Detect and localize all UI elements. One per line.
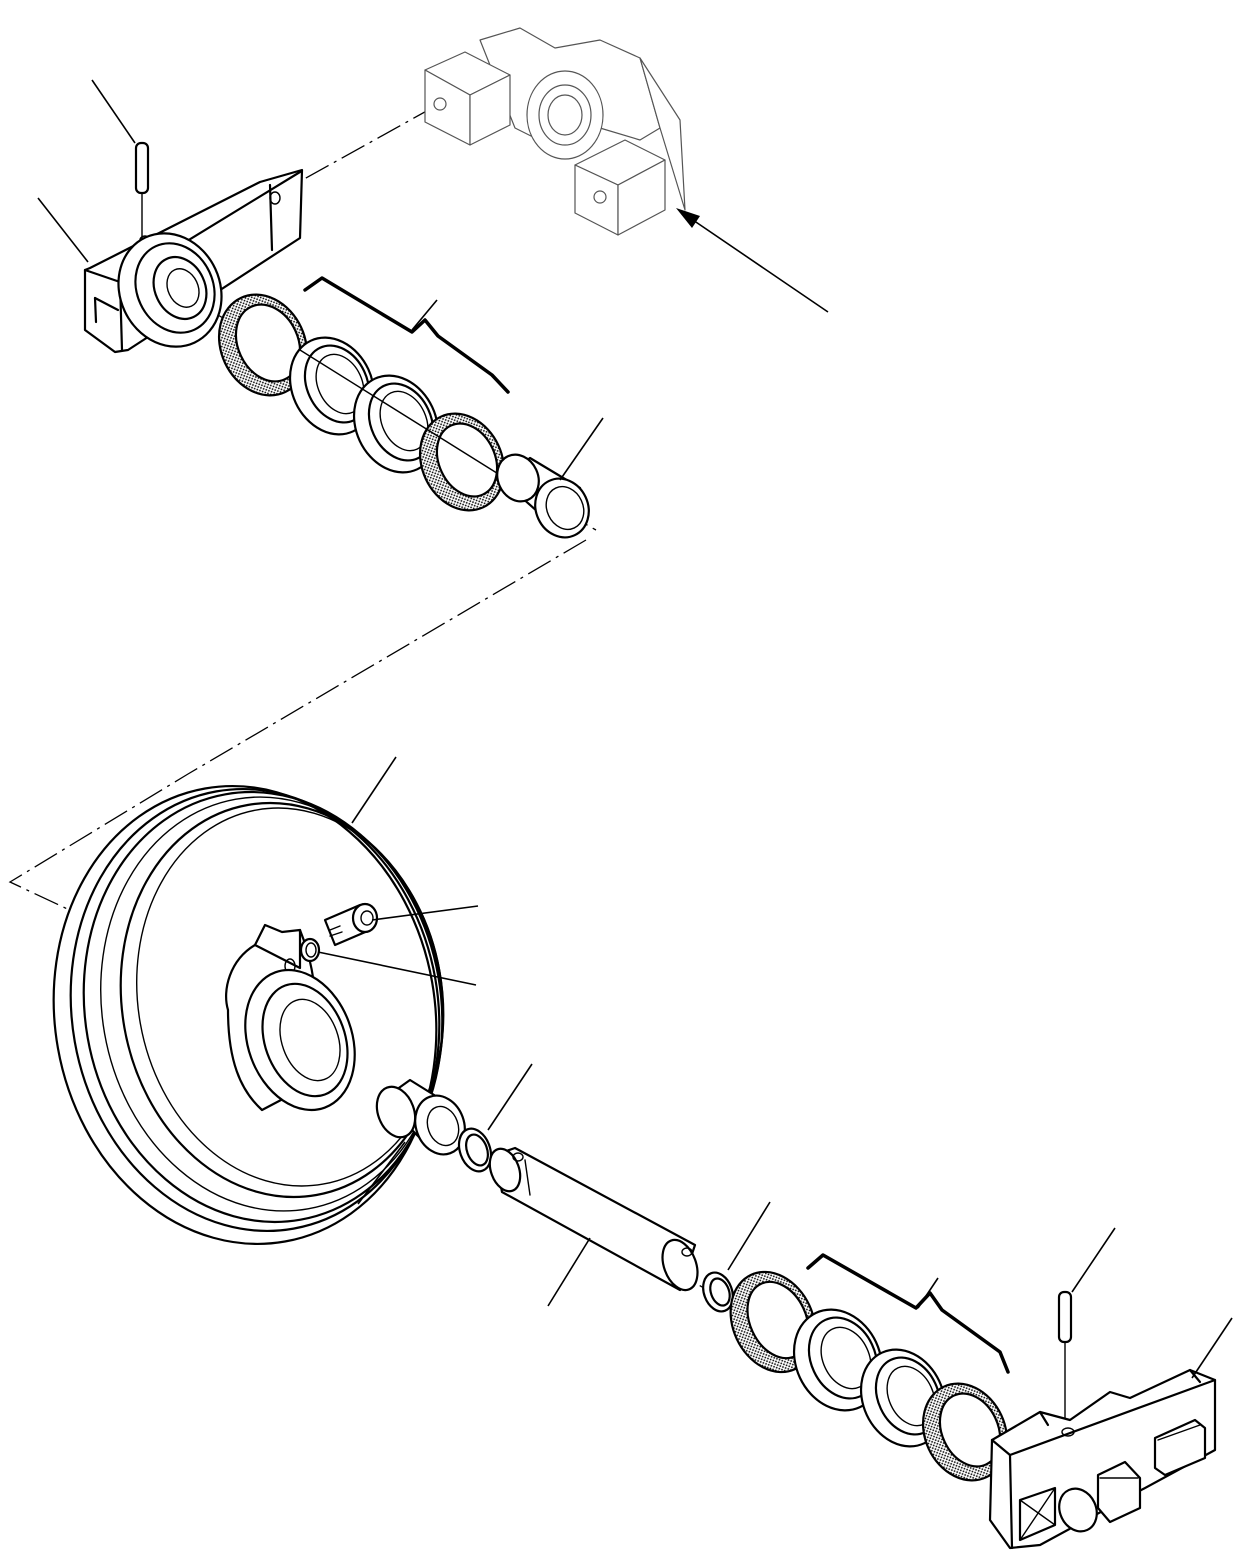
lower-roll-pin	[1057, 1290, 1073, 1421]
upper-bracket	[83, 168, 304, 354]
lower-seal-brace	[806, 1253, 1010, 1374]
direction-arrow	[676, 208, 829, 313]
shaft-o-ring-inner	[457, 1127, 493, 1173]
upper-seal-group	[217, 293, 506, 512]
shaft-o-ring-outer	[702, 1271, 734, 1313]
cap-screw	[323, 902, 379, 947]
idler-wheel	[52, 785, 445, 1245]
upper-seal-brace	[303, 276, 510, 394]
wheel-bushing	[375, 1078, 466, 1156]
upper-bushing	[496, 453, 590, 539]
lower-bracket	[988, 1368, 1217, 1550]
plug-o-ring	[299, 937, 321, 963]
leader-lines	[37, 79, 1233, 1379]
idler-shaft	[488, 1146, 699, 1292]
lower-seal-group	[729, 1270, 1009, 1482]
upper-roll-pin	[134, 141, 150, 239]
yoke-housing	[424, 27, 686, 236]
